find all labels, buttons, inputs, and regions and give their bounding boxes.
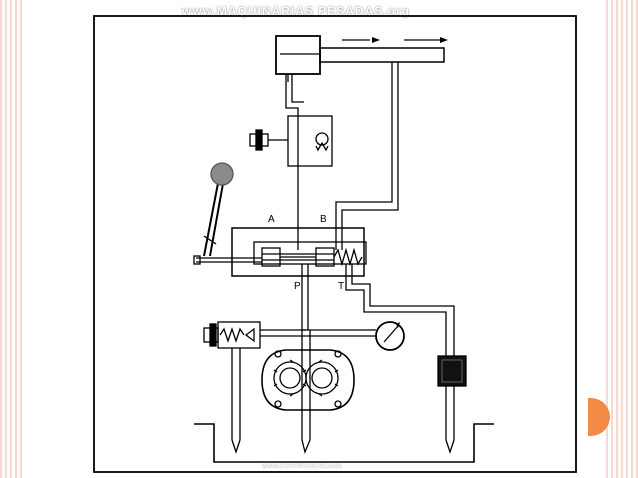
- relief-valve: [203, 321, 261, 455]
- spring-icon: [333, 247, 363, 267]
- reservoir-tank: [194, 423, 494, 463]
- diagram-frame: [93, 15, 577, 473]
- lever-icon: [193, 177, 262, 265]
- slide-accent-bullet: [588, 398, 610, 436]
- filter-icon: [437, 355, 467, 455]
- port-label-a: A: [268, 214, 275, 225]
- hydraulic-cylinder: [275, 35, 445, 82]
- line-b: [335, 62, 393, 250]
- port-label-t: T: [338, 281, 344, 292]
- watermark-bottom: www.CIROSCOCAT.com: [262, 463, 343, 470]
- check-valve: [249, 115, 333, 167]
- line-t: [345, 264, 447, 356]
- pressure-gauge-icon: [375, 321, 405, 351]
- lever-knob: [210, 162, 234, 186]
- directional-control-valve: [231, 227, 367, 277]
- gear-pump-icon: [261, 349, 355, 411]
- line-a: [285, 74, 299, 250]
- watermark-top: www.MAQUINARIAS PESADAS.org: [182, 4, 410, 18]
- port-label-p: P: [294, 281, 301, 292]
- slide-border-left: [0, 0, 22, 478]
- port-label-b: B: [320, 214, 327, 225]
- line-p: [301, 264, 306, 331]
- slide-border-right: [606, 0, 638, 478]
